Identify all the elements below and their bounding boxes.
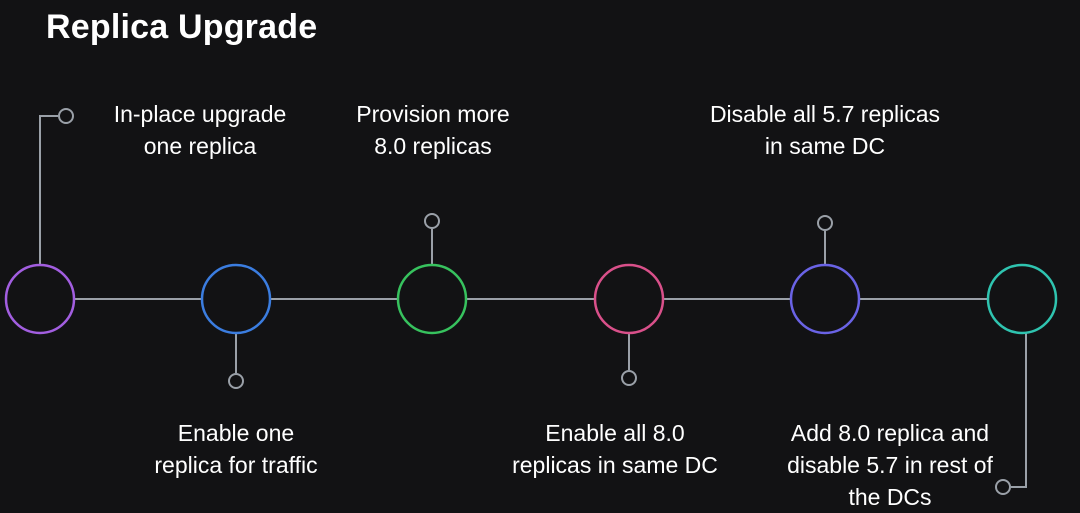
step-circle-4 [593,263,665,335]
connector-step-1 [39,115,58,265]
step-label-5: Disable all 5.7 replicas in same DC [709,101,941,159]
step-label-1: In-place upgrade one replica [113,101,287,159]
marker-step-3 [424,213,440,229]
step-circle-1 [4,263,76,335]
page-title: Replica Upgrade [46,8,318,46]
marker-step-5 [817,215,833,231]
marker-step-6 [995,479,1011,495]
marker-step-1 [58,108,74,124]
step-label-4: Enable all 8.0 replicas in same DC [512,420,718,478]
step-circle-5 [789,263,861,335]
marker-step-4 [621,370,637,386]
step-circle-2 [200,263,272,335]
step-circle-6 [986,263,1058,335]
step-label-3: Provision more 8.0 replicas [356,101,510,159]
marker-step-2 [228,373,244,389]
step-label-6: Add 8.0 replica and disable 5.7 in rest … [787,420,993,510]
step-circle-3 [396,263,468,335]
connector-step-6 [1011,332,1027,488]
step-label-2: Enable one replica for traffic [154,420,318,478]
